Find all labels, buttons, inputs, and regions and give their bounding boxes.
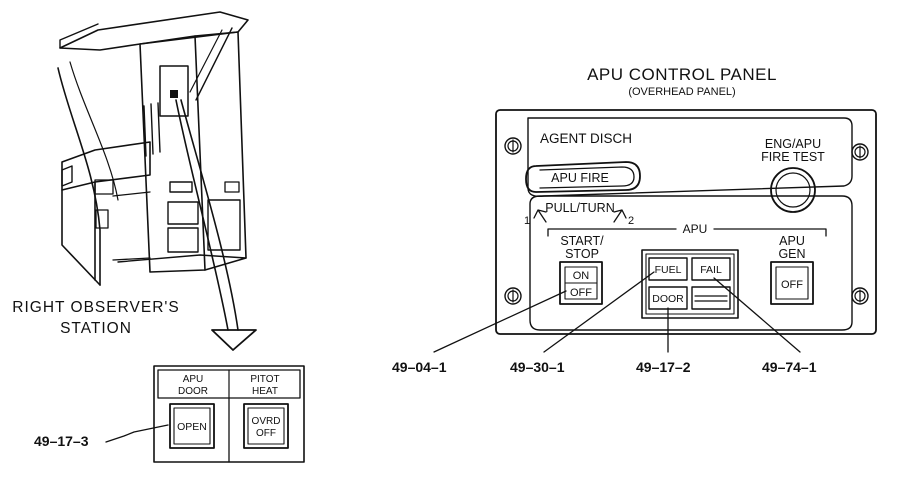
station-pointer-arrow xyxy=(175,99,257,351)
apu-panel-subtitle: (OVERHEAD PANEL) xyxy=(628,86,735,98)
start-stop-off-text: OFF xyxy=(570,287,592,299)
callout-49-30-1: 49–30–1 xyxy=(510,359,565,375)
position-1-label: 1 xyxy=(524,215,530,227)
fuel-annunciator[interactable] xyxy=(648,257,688,281)
start-stop-on-text: ON xyxy=(573,270,590,282)
fail-annunciator[interactable] xyxy=(691,257,731,281)
pitot-heat-label-line1: PITOT xyxy=(250,374,279,385)
station-label-line1: RIGHT OBSERVER'S xyxy=(12,299,179,316)
apu-gen-off-text: OFF xyxy=(781,279,803,291)
callout-leaders xyxy=(433,271,801,353)
apu-door-open-text: OPEN xyxy=(177,421,207,433)
callout-49-74-1: 49–74–1 xyxy=(762,359,817,375)
start-stop-label-line1: START/ xyxy=(560,234,604,248)
small-panel xyxy=(153,365,305,463)
position-2-label: 2 xyxy=(628,215,634,227)
apu-gen-switch[interactable] xyxy=(770,261,814,305)
apu-panel-title: APU CONTROL PANEL xyxy=(587,65,777,84)
apu-annunciator-block xyxy=(641,249,739,319)
fire-test-button[interactable] xyxy=(770,167,816,213)
apu-group-label: APU xyxy=(683,222,708,236)
apu-control-panel-frame xyxy=(495,109,877,335)
apu-door-label-line1: APU xyxy=(183,374,204,385)
pitot-heat-ovrd-off-switch[interactable] xyxy=(243,403,289,449)
agent-disch-label: AGENT DISCH xyxy=(540,131,632,146)
apu-fire-text: APU FIRE xyxy=(551,171,609,185)
start-stop-label-line2: STOP xyxy=(565,247,599,261)
pitot-ovrd-text: OVRD xyxy=(252,416,281,427)
callout-49-17-2: 49–17–2 xyxy=(636,359,691,375)
station-label-line2: STATION xyxy=(60,320,132,337)
fire-test-label-line1: ENG/APU xyxy=(765,137,821,151)
fire-test-label-line2: FIRE TEST xyxy=(761,150,825,164)
turn-right-arrow-icon xyxy=(613,209,627,223)
callout-49-17-3: 49–17–3 xyxy=(34,433,89,449)
pull-turn-label: PULL/TURN xyxy=(545,201,614,215)
apu-gen-label-line1: APU xyxy=(779,234,805,248)
pitot-heat-label-line2: HEAT xyxy=(252,386,278,397)
apu-start-stop-switch[interactable] xyxy=(559,261,603,305)
fuel-text: FUEL xyxy=(655,264,682,276)
turn-left-arrow-icon xyxy=(533,209,547,223)
observer-station-illustration xyxy=(57,11,249,286)
apu-fire-handle[interactable] xyxy=(525,161,641,193)
callout-49-04-1: 49–04–1 xyxy=(392,359,447,375)
pitot-off-text: OFF xyxy=(256,428,276,439)
blank-annunciator xyxy=(691,286,731,310)
apu-door-open-light[interactable] xyxy=(169,403,215,449)
apu-gen-label-line2: GEN xyxy=(778,247,805,261)
fail-text: FAIL xyxy=(700,264,722,276)
door-text: DOOR xyxy=(652,293,684,305)
apu-door-label-line2: DOOR xyxy=(178,386,208,397)
